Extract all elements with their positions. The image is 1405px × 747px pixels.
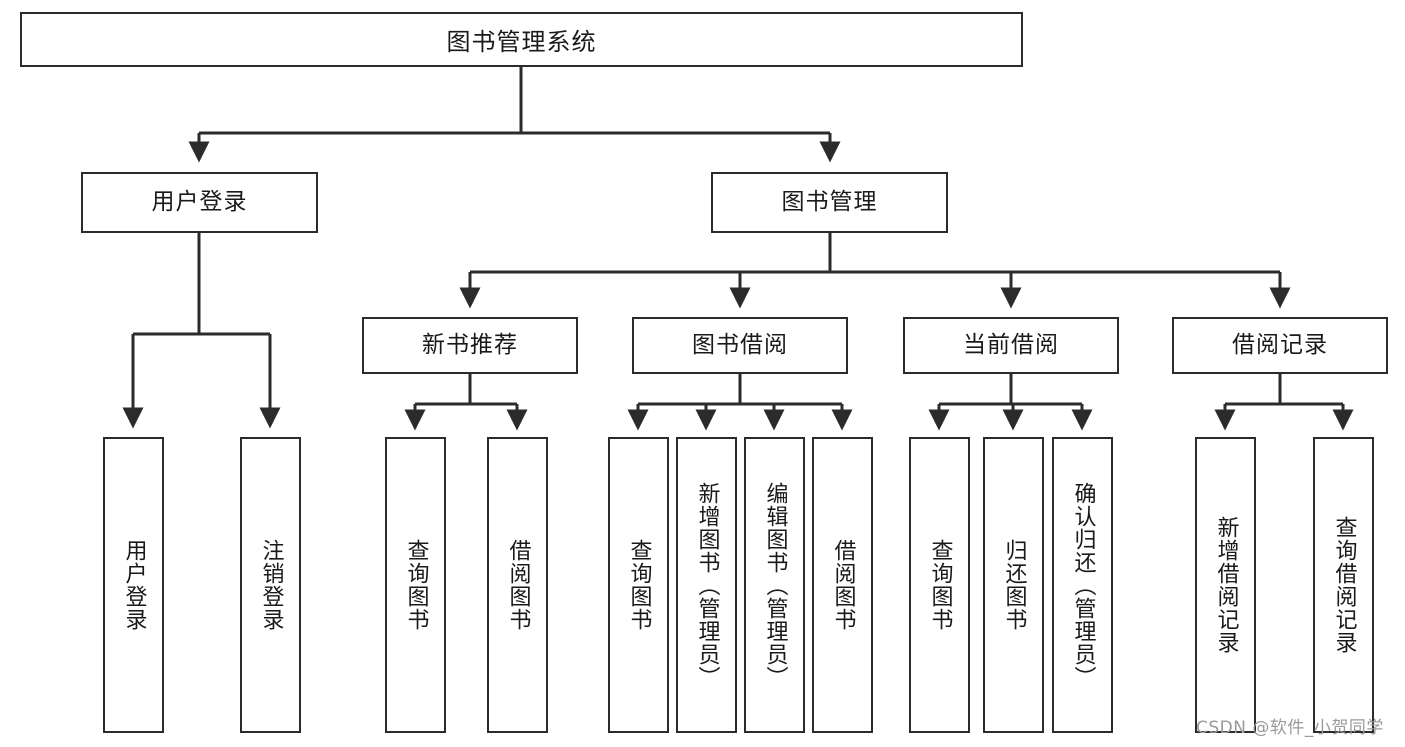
node-leaf-query-book-recommend[interactable]: 查询图书 xyxy=(385,437,446,733)
node-leaf-confirm-return-admin[interactable]: 确认归还（管理员） xyxy=(1052,437,1113,733)
node-leaf-user-login[interactable]: 用户登录 xyxy=(103,437,164,733)
node-leaf-edit-book-admin[interactable]: 编辑图书（管理员） xyxy=(744,437,805,733)
node-leaf-return-book[interactable]: 归还图书 xyxy=(983,437,1044,733)
node-level2-book-management[interactable]: 图书管理 xyxy=(711,172,948,233)
node-level2-user-login[interactable]: 用户登录 xyxy=(81,172,318,233)
node-level3-borrow-record[interactable]: 借阅记录 xyxy=(1172,317,1388,374)
node-leaf-add-book-admin[interactable]: 新增图书（管理员） xyxy=(676,437,737,733)
node-leaf-borrow-book[interactable]: 借阅图书 xyxy=(812,437,873,733)
node-leaf-query-book-current[interactable]: 查询图书 xyxy=(909,437,970,733)
node-leaf-logout[interactable]: 注销登录 xyxy=(240,437,301,733)
node-leaf-borrow-book-recommend[interactable]: 借阅图书 xyxy=(487,437,548,733)
node-root[interactable]: 图书管理系统 xyxy=(20,12,1023,67)
node-leaf-query-borrow-record[interactable]: 查询借阅记录 xyxy=(1313,437,1374,733)
node-level3-book-borrow[interactable]: 图书借阅 xyxy=(632,317,848,374)
node-leaf-add-borrow-record[interactable]: 新增借阅记录 xyxy=(1195,437,1256,733)
node-level3-current-borrow[interactable]: 当前借阅 xyxy=(903,317,1119,374)
node-level3-new-book-recommend[interactable]: 新书推荐 xyxy=(362,317,578,374)
csdn-watermark: CSDN @软件_小贺同学 xyxy=(1196,718,1384,738)
node-leaf-query-book-borrow[interactable]: 查询图书 xyxy=(608,437,669,733)
